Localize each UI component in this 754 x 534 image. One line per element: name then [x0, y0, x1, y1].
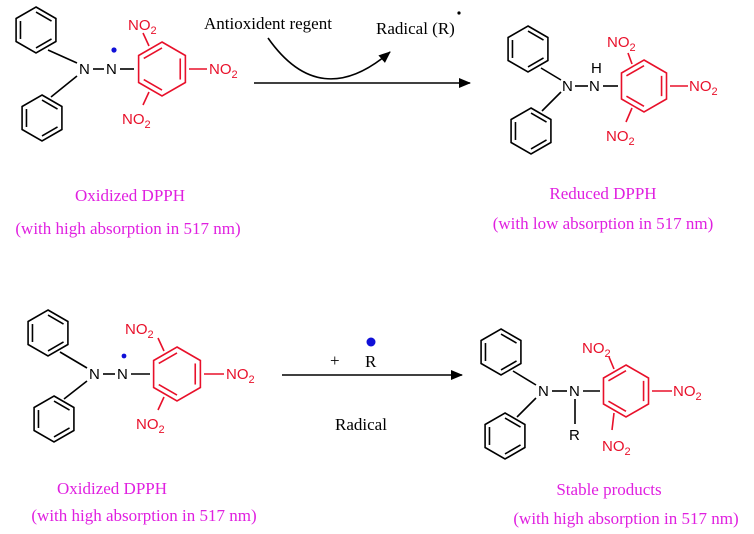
nitro-group-top: NO2 [582, 340, 611, 360]
nitro-group-bottom: NO2 [602, 438, 631, 458]
phenyl-ring-upper [507, 25, 549, 73]
reagent-label: Antioxident regent [204, 14, 332, 33]
nitro-group-bottom: NO2 [122, 111, 151, 131]
amine-nitrogen: N [538, 383, 549, 400]
radical-dot-icon [366, 337, 376, 347]
nitro-group-para: NO2 [673, 383, 702, 403]
picryl-ring [152, 346, 202, 402]
radical-dot-icon [457, 11, 461, 15]
nitro-group-para: NO2 [689, 78, 718, 98]
nitro-group-top: NO2 [128, 17, 157, 37]
nh-hydrogen: H [591, 60, 602, 77]
reduced-dpph-structure: N N H NO2 NO2 NO2 [507, 25, 718, 155]
caption-absorption-low: (with low absorption in 517 nm) [493, 214, 714, 233]
amine-nitrogen: N [79, 61, 90, 78]
radical-r-symbol: R [365, 352, 377, 371]
nitro-group-para: NO2 [226, 366, 255, 386]
picryl-ring [137, 41, 187, 97]
radical-r-label: Radical (R) [376, 19, 455, 38]
r-substituent: R [569, 427, 580, 444]
caption-absorption-high-1: (with high absorption in 517 nm) [15, 219, 240, 238]
plus-sign: + [330, 351, 340, 370]
picryl-ring [602, 364, 650, 418]
nitro-group-bottom: NO2 [136, 416, 165, 436]
phenyl-ring-lower [21, 94, 63, 142]
caption-absorption-high-3: (with high absorption in 517 nm) [513, 509, 738, 528]
radical-nitrogen: N [106, 61, 117, 78]
nitro-group-bottom: NO2 [606, 128, 635, 148]
picryl-ring [620, 59, 668, 113]
radical-label: Radical [335, 415, 387, 434]
caption-reduced-dpph: Reduced DPPH [549, 184, 656, 203]
nitro-group-top: NO2 [125, 321, 154, 341]
amine-nitrogen: N [89, 366, 100, 383]
radical-nitrogen: N [117, 366, 128, 383]
oxidized-dpph-structure: N N NO2 NO2 NO2 [27, 309, 255, 443]
phenyl-ring-lower [510, 107, 552, 155]
nitro-group-top: NO2 [607, 34, 636, 54]
phenyl-ring-upper [27, 309, 69, 357]
caption-stable-products: Stable products [556, 480, 661, 499]
phenyl-ring-upper [15, 6, 57, 54]
radical-dot-icon [111, 47, 117, 53]
scheme-2: N N NO2 NO2 NO2 Oxidized DPPH (with high… [27, 309, 739, 528]
nitro-group-para: NO2 [209, 61, 238, 81]
nh-nitrogen: N [589, 78, 600, 95]
caption-absorption-high-2: (with high absorption in 517 nm) [31, 506, 256, 525]
stable-product-structure: N N R NO2 NO2 NO2 [480, 328, 702, 460]
caption-oxidized-dpph-1: Oxidized DPPH [75, 186, 185, 205]
amine-nitrogen: N [562, 78, 573, 95]
caption-oxidized-dpph-2: Oxidized DPPH [57, 479, 167, 498]
phenyl-ring-upper [480, 328, 522, 376]
radical-dot-icon [121, 353, 127, 359]
oxidized-dpph-structure: N N NO2 NO2 NO2 [15, 6, 238, 142]
substituted-nitrogen: N [569, 383, 580, 400]
phenyl-ring-lower [33, 395, 75, 443]
phenyl-ring-lower [484, 412, 526, 460]
scheme-1: N N NO2 NO2 NO2 Oxidized DPPH (with high… [15, 6, 718, 238]
curved-arrow-icon [267, 37, 391, 80]
